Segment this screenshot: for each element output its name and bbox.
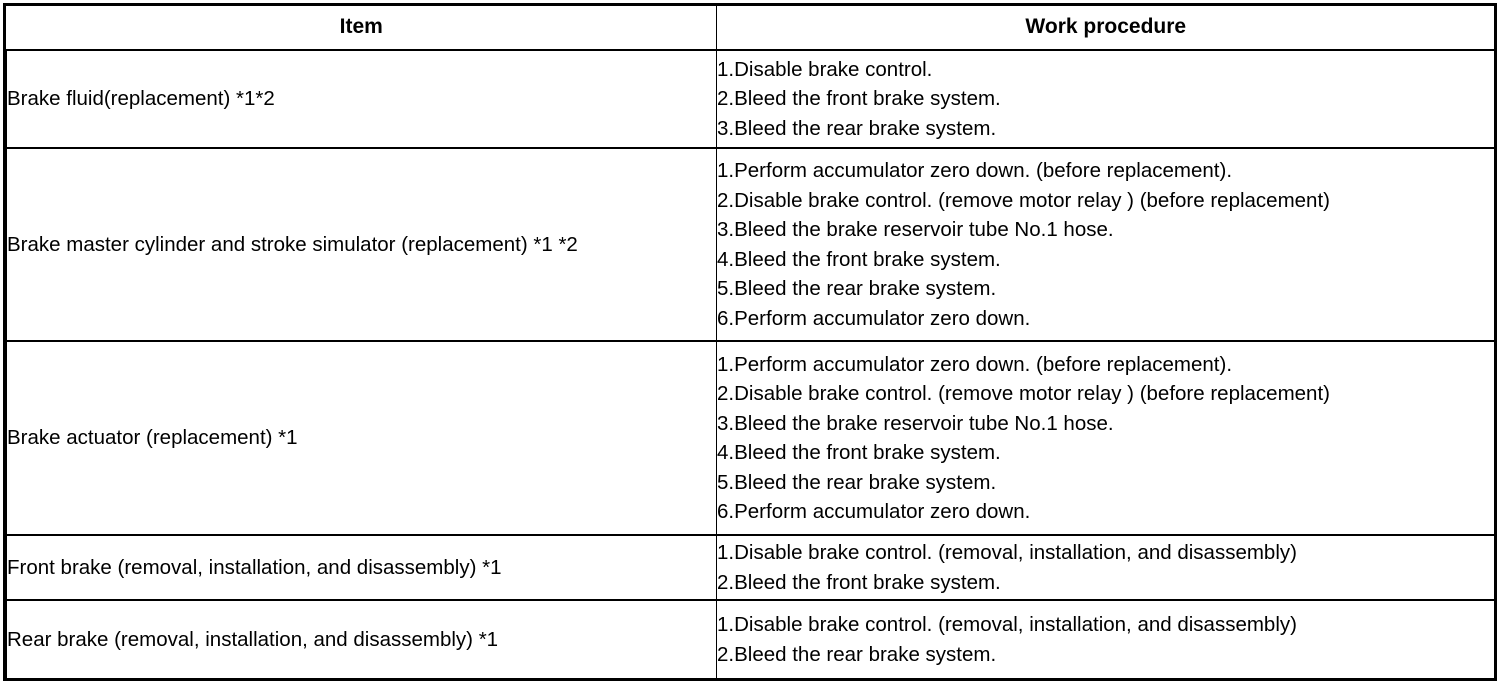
table-body: Brake fluid(replacement) *1*2 1.Disable … [6, 50, 1495, 678]
item-label: Rear brake (removal, installation, and d… [7, 627, 499, 651]
item-cell: Front brake (removal, installation, and … [6, 534, 717, 602]
item-label: Brake master cylinder and stroke simulat… [7, 232, 578, 256]
procedure-step-list: 1.Perform accumulator zero down. (before… [717, 350, 1494, 527]
step-text: Bleed the rear brake system. [734, 470, 997, 494]
list-item: 2.Bleed the rear brake system. [717, 640, 1494, 670]
list-item: 1.Perform accumulator zero down. (before… [717, 156, 1494, 186]
step-text: Bleed the front brake system. [734, 247, 1001, 271]
procedure-step-list: 1.Disable brake control. (removal, insta… [717, 538, 1494, 597]
step-number: 2. [717, 87, 735, 111]
list-item: 4.Bleed the front brake system. [717, 438, 1494, 468]
work-procedure-table: Item Work procedure Brake fluid(replacem… [6, 6, 1495, 678]
step-text: Bleed the brake reservoir tube No.1 hose… [734, 411, 1114, 435]
step-text: Bleed the front brake system. [734, 570, 1001, 594]
step-number: 1. [717, 57, 735, 81]
step-text: Disable brake control. [734, 57, 933, 81]
procedure-step-list: 1.Perform accumulator zero down. (before… [717, 156, 1494, 333]
procedure-cell: 1.Perform accumulator zero down. (before… [716, 341, 1495, 536]
step-text: Bleed the rear brake system. [734, 277, 997, 301]
step-text: Perform accumulator zero down. (before r… [734, 159, 1233, 183]
procedure-step-list: 1.Disable brake control. (removal, insta… [717, 610, 1494, 669]
procedure-cell: 1.Disable brake control. (removal, insta… [716, 600, 1495, 678]
step-number: 6. [717, 306, 735, 330]
step-number: 3. [717, 218, 735, 242]
step-number: 2. [717, 188, 735, 212]
step-number: 3. [717, 411, 735, 435]
item-cell: Brake master cylinder and stroke simulat… [6, 147, 717, 343]
table-row: Brake actuator (replacement) *1 1.Perfor… [6, 341, 1495, 536]
item-label: Brake fluid(replacement) *1*2 [7, 86, 275, 110]
procedure-cell: 1.Disable brake control. 2.Bleed the fro… [716, 50, 1495, 149]
step-text: Disable brake control. (removal, install… [734, 613, 1297, 637]
list-item: 6.Perform accumulator zero down. [717, 497, 1494, 527]
column-header-work-procedure: Work procedure [716, 6, 1495, 51]
list-item: 3.Bleed the rear brake system. [717, 114, 1494, 144]
step-number: 2. [717, 642, 735, 666]
step-number: 5. [717, 470, 735, 494]
list-item: 1.Disable brake control. [717, 55, 1494, 85]
step-text: Bleed the brake reservoir tube No.1 hose… [734, 218, 1114, 242]
list-item: 5.Bleed the rear brake system. [717, 468, 1494, 498]
list-item: 1.Disable brake control. (removal, insta… [717, 538, 1494, 568]
list-item: 2.Bleed the front brake system. [717, 84, 1494, 114]
item-cell: Brake fluid(replacement) *1*2 [6, 50, 717, 149]
list-item: 1.Perform accumulator zero down. (before… [717, 350, 1494, 380]
item-label: Front brake (removal, installation, and … [7, 555, 502, 579]
table-row: Brake master cylinder and stroke simulat… [6, 147, 1495, 343]
list-item: 3.Bleed the brake reservoir tube No.1 ho… [717, 409, 1494, 439]
step-number: 2. [717, 570, 735, 594]
procedure-cell: 1.Disable brake control. (removal, insta… [716, 534, 1495, 602]
procedure-cell: 1.Perform accumulator zero down. (before… [716, 147, 1495, 343]
step-text: Bleed the rear brake system. [734, 116, 997, 140]
list-item: 4.Bleed the front brake system. [717, 245, 1494, 275]
column-header-item: Item [6, 6, 717, 51]
list-item: 2.Disable brake control. (remove motor r… [717, 186, 1494, 216]
list-item: 2.Disable brake control. (remove motor r… [717, 379, 1494, 409]
list-item: 2.Bleed the front brake system. [717, 568, 1494, 598]
table-header: Item Work procedure [6, 6, 1495, 51]
step-number: 3. [717, 116, 735, 140]
procedure-step-list: 1.Disable brake control. 2.Bleed the fro… [717, 55, 1494, 144]
list-item: 5.Bleed the rear brake system. [717, 274, 1494, 304]
list-item: 6.Perform accumulator zero down. [717, 304, 1494, 334]
item-cell: Brake actuator (replacement) *1 [6, 341, 717, 536]
step-text: Perform accumulator zero down. (before r… [734, 352, 1233, 376]
step-number: 4. [717, 441, 735, 465]
item-cell: Rear brake (removal, installation, and d… [6, 600, 717, 678]
step-text: Disable brake control. (removal, install… [734, 541, 1297, 565]
step-text: Bleed the front brake system. [734, 87, 1001, 111]
step-number: 6. [717, 500, 735, 524]
table-header-row: Item Work procedure [6, 6, 1495, 51]
step-number: 4. [717, 247, 735, 271]
step-number: 1. [717, 613, 735, 637]
table-row: Brake fluid(replacement) *1*2 1.Disable … [6, 50, 1495, 149]
step-text: Disable brake control. (remove motor rel… [734, 382, 1330, 406]
step-text: Perform accumulator zero down. [734, 500, 1031, 524]
step-number: 1. [717, 159, 735, 183]
table-row: Rear brake (removal, installation, and d… [6, 600, 1495, 678]
step-number: 1. [717, 541, 735, 565]
item-label: Brake actuator (replacement) *1 [7, 426, 298, 450]
step-text: Bleed the front brake system. [734, 441, 1001, 465]
step-number: 5. [717, 277, 735, 301]
step-number: 1. [717, 352, 735, 376]
list-item: 1.Disable brake control. (removal, insta… [717, 610, 1494, 640]
step-text: Bleed the rear brake system. [734, 642, 997, 666]
step-text: Perform accumulator zero down. [734, 306, 1031, 330]
step-text: Disable brake control. (remove motor rel… [734, 188, 1330, 212]
step-number: 2. [717, 382, 735, 406]
list-item: 3.Bleed the brake reservoir tube No.1 ho… [717, 215, 1494, 245]
table-row: Front brake (removal, installation, and … [6, 534, 1495, 602]
work-procedure-table-container: Item Work procedure Brake fluid(replacem… [3, 3, 1497, 681]
